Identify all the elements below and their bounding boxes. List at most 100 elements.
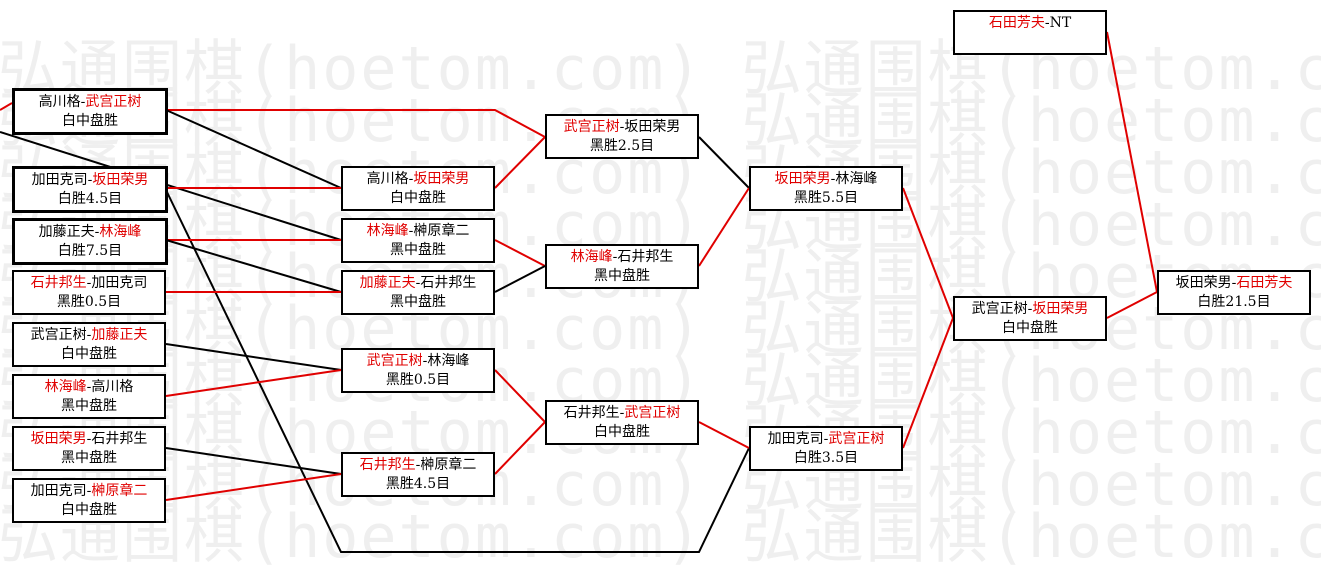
match-result: 黑胜5.5目 xyxy=(793,190,859,206)
match-box-r1-7: 坂田荣男-石井邦生黑中盘胜 xyxy=(12,426,166,471)
player-white: 坂田荣男 xyxy=(413,171,470,187)
match-players: 高川格-武宫正树 xyxy=(15,91,165,112)
match-box-r1-6: 林海峰-高川格黑中盘胜 xyxy=(12,374,166,419)
player-black: 武宫正树 xyxy=(366,353,423,369)
match-box-r3-2: 林海峰-石井邦生黑中盘胜 xyxy=(545,244,699,289)
match-result: 白胜7.5目 xyxy=(57,243,123,259)
separator: - xyxy=(619,119,625,135)
loser-connector xyxy=(165,239,342,293)
watermark: 弘通围棋(hoetom.com) 弘通围棋(hoetom.com) xyxy=(0,450,1321,520)
match-box-r1-4: 石井邦生-加田克司黑胜0.5目 xyxy=(12,270,166,315)
match-players: 武宫正树-林海峰 xyxy=(343,350,493,371)
player-white: 石井邦生 xyxy=(91,431,148,447)
player-black: 武宫正树 xyxy=(971,301,1028,317)
player-black: 加田克司 xyxy=(767,431,824,447)
match-result: 黑中盘胜 xyxy=(390,242,446,258)
match-box-r4-2: 加田克司-武宫正树白胜3.5目 xyxy=(749,426,903,471)
match-result: 黑中盘胜 xyxy=(61,398,117,414)
winner-connector xyxy=(0,102,13,111)
match-box-r1-2: 加田克司-坂田荣男白胜4.5目 xyxy=(12,166,168,213)
loser-connector xyxy=(165,109,342,189)
winner-connector xyxy=(1106,31,1158,293)
match-result: 白胜4.5目 xyxy=(57,191,123,207)
match-players: 林海峰-石井邦生 xyxy=(547,246,697,267)
separator: - xyxy=(823,431,829,447)
match-players: 加田克司-榊原章二 xyxy=(14,480,164,501)
match-result: 白中盘胜 xyxy=(61,502,117,518)
player-black: 石井邦生 xyxy=(30,275,87,291)
match-players: 石井邦生-加田克司 xyxy=(14,272,164,293)
match-box-r1-8: 加田克司-榊原章二白中盘胜 xyxy=(12,478,166,523)
match-result: 黑胜0.5目 xyxy=(56,294,122,310)
match-result: 黑胜0.5目 xyxy=(385,372,451,388)
player-white: 高川格 xyxy=(91,379,134,395)
winner-connector xyxy=(165,369,342,397)
separator: - xyxy=(86,327,92,343)
player-white: 加田克司 xyxy=(91,275,148,291)
player-white: 加藤正夫 xyxy=(91,327,148,343)
match-box-r2-2: 林海峰-榊原章二黑中盘胜 xyxy=(341,218,495,263)
player-white: 坂田荣男 xyxy=(624,119,681,135)
separator: - xyxy=(1027,301,1033,317)
separator: - xyxy=(94,224,100,240)
player-white: 榊原章二 xyxy=(91,483,148,499)
match-result: 黑中盘胜 xyxy=(61,450,117,466)
player-white: 坂田荣男 xyxy=(92,172,149,188)
player-white: 武宫正树 xyxy=(624,405,681,421)
winner-connector xyxy=(902,317,954,449)
match-players: 加藤正夫-林海峰 xyxy=(15,221,165,242)
player-black: 高川格 xyxy=(38,94,81,110)
player-black: 加藤正夫 xyxy=(359,275,416,291)
match-result: 白中盘胜 xyxy=(62,113,118,129)
separator: - xyxy=(86,431,92,447)
match-players: 武宫正树-坂田荣男 xyxy=(955,298,1105,319)
separator: - xyxy=(1231,275,1237,291)
player-white: 石井邦生 xyxy=(420,275,477,291)
player-black: 坂田荣男 xyxy=(774,171,831,187)
separator: - xyxy=(415,275,421,291)
match-players: 石井邦生-榊原章二 xyxy=(343,454,493,475)
loser-connector xyxy=(698,136,750,189)
match-box-r4-1: 坂田荣男-林海峰黑胜5.5目 xyxy=(749,166,903,211)
winner-connector xyxy=(166,109,546,138)
match-result: 白中盘胜 xyxy=(61,346,117,362)
player-black: 林海峰 xyxy=(570,249,613,265)
match-result: 白中盘胜 xyxy=(390,190,446,206)
match-players: 林海峰-高川格 xyxy=(14,376,164,397)
player-black: 武宫正树 xyxy=(30,327,87,343)
match-players: 石井邦生-武宫正树 xyxy=(547,402,697,423)
winner-connector xyxy=(165,473,342,501)
winner-connector xyxy=(494,369,546,423)
player-white: 武宫正树 xyxy=(85,94,142,110)
player-black: 加田克司 xyxy=(30,483,87,499)
player-black: 坂田荣男 xyxy=(30,431,87,447)
separator: - xyxy=(830,171,836,187)
player-white: 林海峰 xyxy=(835,171,878,187)
separator: - xyxy=(619,405,625,421)
match-box-r2-5: 石井邦生-榊原章二黑胜4.5目 xyxy=(341,452,495,497)
match-box-r1-3: 加藤正夫-林海峰白胜7.5目 xyxy=(12,218,168,265)
player-white: 榊原章二 xyxy=(420,457,477,473)
separator: - xyxy=(1044,15,1050,31)
player-white: 坂田荣男 xyxy=(1032,301,1089,317)
separator: - xyxy=(86,275,92,291)
match-result: 黑中盘胜 xyxy=(594,268,650,284)
player-black: 石井邦生 xyxy=(563,405,620,421)
separator: - xyxy=(612,249,618,265)
separator: - xyxy=(408,171,414,187)
match-box-r1-1: 高川格-武宫正树白中盘胜 xyxy=(12,88,168,135)
winner-connector xyxy=(902,187,954,319)
winner-connector xyxy=(494,239,546,267)
separator: - xyxy=(86,483,92,499)
player-black: 石田芳夫 xyxy=(988,15,1045,31)
separator: - xyxy=(415,457,421,473)
player-black: 坂田荣男 xyxy=(1175,275,1232,291)
match-result: 白胜21.5目 xyxy=(1197,294,1271,310)
separator: - xyxy=(87,172,93,188)
loser-connector xyxy=(494,265,546,293)
match-result: 白中盘胜 xyxy=(1002,320,1058,336)
match-players: 坂田荣男-石田芳夫 xyxy=(1159,272,1309,293)
match-box-r3-1: 武宫正树-坂田荣男黑胜2.5目 xyxy=(545,114,699,159)
player-white: 石井邦生 xyxy=(617,249,674,265)
